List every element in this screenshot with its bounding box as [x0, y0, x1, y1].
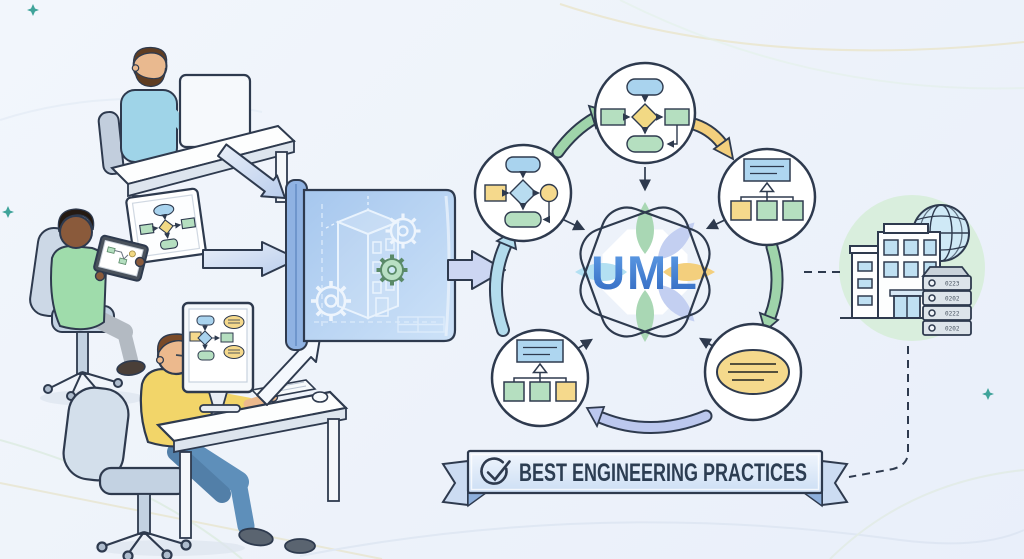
use-case-note-icon: [716, 349, 790, 395]
floating-screen: [125, 187, 207, 265]
flowchart-diagram-icon: [484, 156, 559, 228]
desk: [110, 124, 297, 253]
gear-icon: [385, 213, 421, 249]
deployment-group: 0223 0202 0222 0202: [804, 195, 985, 478]
server-row-label: 0222: [945, 311, 960, 318]
blueprint-scroll-icon: [285, 179, 506, 351]
tablet-icon: [93, 234, 149, 282]
server-rack-icon: 0223 0202 0222 0202: [921, 266, 972, 336]
mini-flowchart-icon: [189, 315, 245, 361]
banner-fold-right: [801, 492, 823, 508]
banner-tail-right: [821, 459, 849, 507]
arrow-blueprint-to-hub: [447, 250, 506, 290]
arrow-top-to-blueprint: [217, 143, 286, 199]
hub-node-lower-left: [490, 328, 590, 428]
hub-node-upper-left: [473, 143, 573, 243]
arrow-middle-to-blueprint: [202, 241, 299, 277]
desk: [155, 390, 349, 539]
office-building-icon: [840, 223, 958, 319]
dashed-connector-to-banner: [848, 346, 909, 478]
banner-ribbon: BEST ENGINEERING PRACTICES: [441, 449, 849, 508]
developer-at-desktop-bottom: [62, 301, 349, 559]
input-arrows: [202, 143, 321, 406]
server-row-label: 0202: [945, 326, 960, 333]
flowchart-diagram-icon: [600, 78, 690, 153]
uml-label: UML: [591, 246, 699, 299]
server-row-label: 0223: [945, 281, 960, 288]
mini-flowchart-icon: [139, 203, 197, 250]
class-hierarchy-diagram-icon: [503, 339, 577, 402]
uml-hub: UML: [473, 61, 817, 435]
mouse-icon: [311, 391, 329, 403]
server-row-label: 0202: [945, 296, 960, 303]
banner-fold-left: [467, 492, 489, 508]
check-circle-icon: [480, 457, 511, 485]
head: [59, 215, 93, 249]
hub-node-upper-right: [717, 147, 817, 247]
uml-center-emblem: UML: [575, 202, 715, 342]
banner-body: [466, 449, 824, 495]
banner-label: BEST ENGINEERING PRACTICES: [519, 459, 807, 487]
sparkle-diamonds: [2, 4, 994, 400]
developer-at-desktop-top: [97, 46, 297, 253]
hub-node-top: [593, 61, 697, 165]
chair-base: [96, 530, 192, 559]
yellow-cycle-arrowhead: [712, 136, 735, 161]
desktop-monitor-icon: [181, 301, 255, 413]
hub-node-lower-right: [703, 322, 803, 422]
gear-icon: [376, 254, 408, 286]
banner-tail-left: [441, 459, 469, 507]
gear-icon: [311, 281, 351, 321]
class-hierarchy-diagram-icon: [730, 158, 804, 221]
lavender-cycle-arrowhead: [585, 406, 606, 429]
blueprint-title-block: [397, 316, 445, 333]
